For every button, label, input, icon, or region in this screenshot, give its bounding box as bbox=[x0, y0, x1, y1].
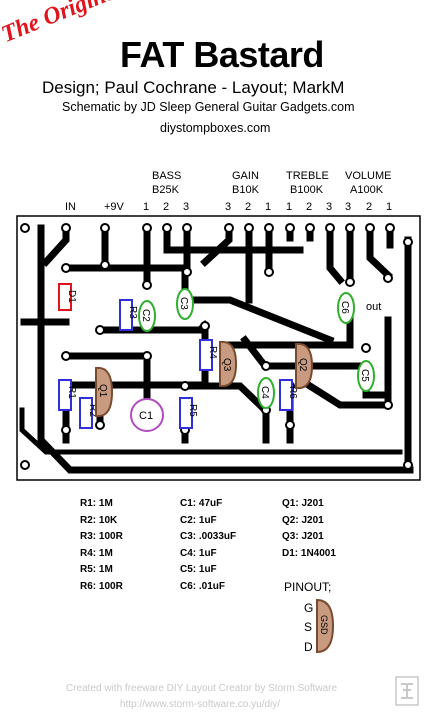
bass-pot-name: BASS bbox=[152, 170, 182, 182]
trace bbox=[181, 296, 335, 345]
jfet-pinout-package: GSD bbox=[316, 598, 335, 654]
c3-label: C3 bbox=[178, 297, 189, 310]
c1-electrolytic: C1 bbox=[130, 398, 164, 432]
r5-resistor bbox=[179, 397, 193, 429]
trace bbox=[181, 382, 270, 415]
solder-pads bbox=[20, 223, 413, 470]
part-entry: C2: 1uF bbox=[180, 514, 217, 526]
q3-transistor bbox=[219, 340, 238, 388]
r4-resistor bbox=[199, 339, 213, 371]
part-entry: D1: 1N4001 bbox=[282, 547, 336, 559]
part-entry: Q2: J201 bbox=[282, 514, 324, 526]
c4-capacitor bbox=[257, 377, 275, 409]
part-entry: C5: 1uF bbox=[180, 564, 217, 575]
website-text: diystompboxes.com bbox=[160, 121, 271, 135]
trace bbox=[19, 407, 403, 455]
schematic-credit: Schematic by JD Sleep General Guitar Gad… bbox=[62, 100, 355, 114]
out-label: out bbox=[366, 301, 381, 313]
gain-pin: 1 bbox=[265, 201, 272, 213]
r1-label: R1 bbox=[66, 386, 77, 399]
q1-label: Q1 bbox=[97, 384, 108, 398]
footer-url[interactable]: http://www.storm-software.co.yu/diy/ bbox=[120, 699, 281, 710]
d1-label: D1 bbox=[66, 290, 77, 303]
q1-transistor bbox=[95, 366, 114, 418]
r6-resistor bbox=[279, 379, 293, 411]
trace bbox=[366, 224, 393, 280]
gain-pin: 2 bbox=[245, 201, 252, 213]
part-entry: R4: 1M bbox=[80, 547, 113, 559]
capacitor-list: C1: 47uF C2: 1uF C3: .0033uF C4: 1uF C5:… bbox=[180, 496, 236, 595]
bass-pin: 3 bbox=[183, 201, 190, 213]
bass-pot-value: B25K bbox=[152, 184, 179, 196]
pinout-pin-g: G bbox=[304, 601, 314, 615]
part-entry: C4: 1uF bbox=[180, 547, 217, 559]
trace bbox=[221, 314, 354, 349]
r4-label: R4 bbox=[207, 346, 218, 359]
package-label: GSD bbox=[319, 615, 329, 635]
c4-label: C4 bbox=[259, 386, 270, 399]
part-entry: Q3: J201 bbox=[282, 531, 324, 542]
c5-label: C5 bbox=[359, 369, 370, 382]
resistor-list: R1: 1M R2: 10K R3: 100R R4: 1M R5: 1M R6… bbox=[80, 496, 123, 595]
q2-label: Q2 bbox=[297, 358, 308, 372]
gain-pin: 3 bbox=[225, 201, 232, 213]
c1-label: C1 bbox=[139, 410, 153, 422]
volume-pot-value: A100K bbox=[350, 184, 384, 196]
trace bbox=[305, 381, 392, 409]
volume-pot-name: VOLUME bbox=[345, 170, 392, 182]
treble-pin: 1 bbox=[286, 201, 293, 213]
design-credit: Design; Paul Cochrane - Layout; MarkM bbox=[42, 78, 345, 97]
r5-label: R5 bbox=[187, 404, 198, 417]
c3-capacitor bbox=[176, 288, 194, 320]
r1-resistor bbox=[58, 379, 72, 411]
bass-pin: 2 bbox=[163, 201, 170, 213]
treble-pin: 3 bbox=[326, 201, 333, 213]
diy-logo-icon bbox=[395, 676, 419, 706]
treble-pot-name: TREBLE bbox=[286, 170, 329, 182]
c5-capacitor bbox=[357, 360, 375, 392]
gain-pot-name: GAIN bbox=[232, 170, 259, 182]
part-entry: R6: 100R bbox=[80, 580, 123, 592]
volume-pin: 1 bbox=[386, 201, 393, 213]
part-entry: R2: 10K bbox=[80, 514, 118, 526]
pinout-pin-d: D bbox=[304, 640, 313, 654]
q2-transistor bbox=[295, 342, 314, 390]
pinout-pin-s: S bbox=[304, 620, 313, 634]
part-entry: C3: .0033uF bbox=[180, 531, 237, 542]
c2-label: C2 bbox=[140, 309, 151, 322]
in-label: IN bbox=[65, 201, 76, 213]
v9-label: +9V bbox=[104, 201, 124, 213]
c2-capacitor bbox=[138, 300, 156, 332]
ground-trace bbox=[37, 224, 414, 474]
part-entry: R5: 1M bbox=[80, 564, 113, 575]
treble-pin: 2 bbox=[306, 201, 313, 213]
part-entry: C1: 47uF bbox=[180, 498, 223, 509]
r2-label: R2 bbox=[87, 404, 98, 417]
part-entry: R1: 1M bbox=[80, 498, 113, 509]
trace bbox=[326, 224, 345, 285]
page-title: FAT Bastard bbox=[120, 34, 324, 75]
r3-label: R3 bbox=[127, 306, 138, 319]
pinout-title: PINOUT; bbox=[284, 580, 332, 594]
q3-label: Q3 bbox=[221, 358, 232, 372]
trace bbox=[240, 335, 270, 371]
part-entry: Q1: J201 bbox=[282, 498, 324, 509]
r6-label: R6 bbox=[287, 386, 298, 399]
gain-pot-value: B10K bbox=[232, 184, 259, 196]
volume-pin: 2 bbox=[366, 201, 373, 213]
r3-resistor bbox=[119, 299, 133, 331]
c6-label: C6 bbox=[339, 301, 350, 314]
part-entry: C6: .01uF bbox=[180, 580, 226, 592]
trace bbox=[163, 224, 304, 254]
volume-pin: 3 bbox=[345, 201, 352, 213]
bass-pin: 1 bbox=[143, 201, 150, 213]
d1-diode: D1 bbox=[58, 283, 77, 311]
semiconductor-list: Q1: J201 Q2: J201 Q3: J201 D1: 1N4001 bbox=[282, 496, 336, 562]
footer-credit: Created with freeware DIY Layout Creator… bbox=[66, 683, 338, 694]
r2-resistor bbox=[79, 397, 93, 429]
treble-pot-value: B100K bbox=[290, 184, 324, 196]
part-entry: R3: 100R bbox=[80, 531, 123, 542]
c6-capacitor bbox=[337, 292, 355, 324]
